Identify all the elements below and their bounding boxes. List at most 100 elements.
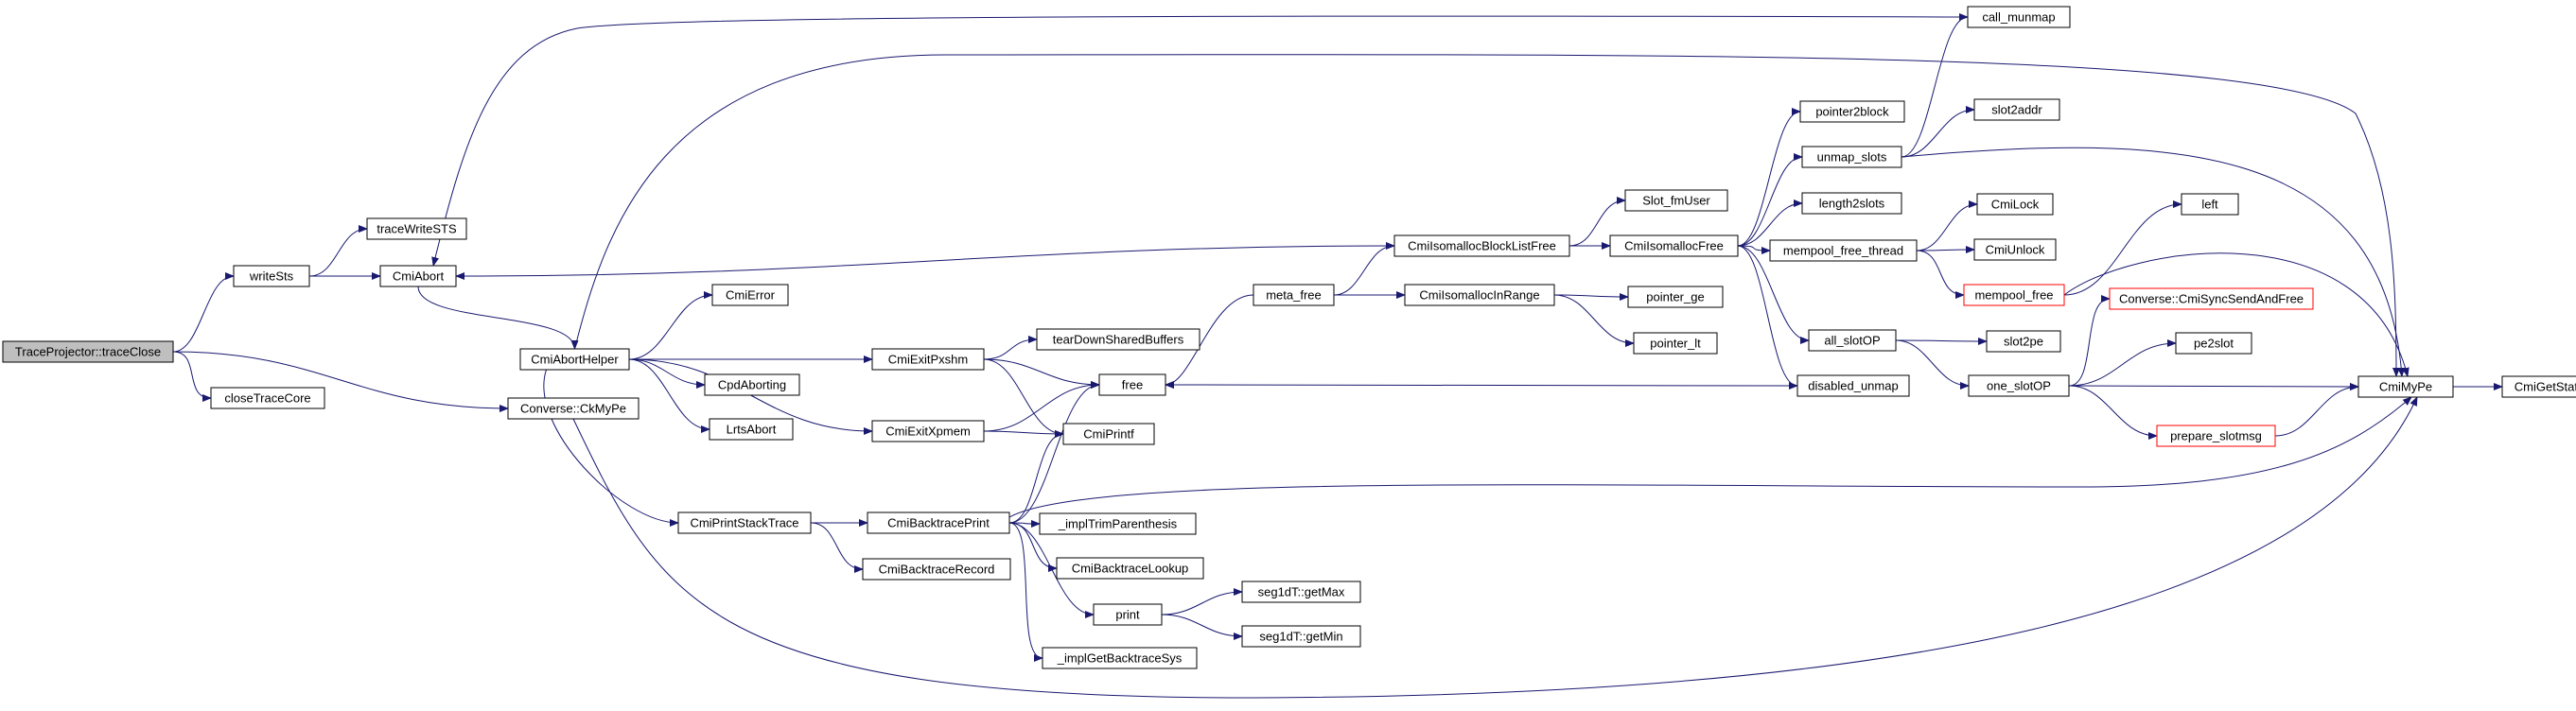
node-one-slotop[interactable]: one_slotOP [1968, 374, 2070, 397]
node-prepare-slotmsg[interactable]: prepare_slotmsg [2156, 425, 2276, 447]
edge-cmi_backtrace_print-to-cmi_printf [1008, 430, 1064, 524]
node-mempool-free-thread[interactable]: mempool_free_thread [1769, 239, 1918, 262]
node-box [2357, 375, 2454, 398]
node-pointer-ge[interactable]: pointer_ge [1627, 286, 1724, 308]
node-all-slotop[interactable]: all_slotOP [1808, 329, 1897, 352]
edge-prepare_slotmsg-to-cmi_mype [2274, 383, 2359, 437]
node-cmi-isomalloc-in-range[interactable]: CmiIsomallocInRange [1404, 284, 1555, 306]
node-cmi-printf[interactable]: CmiPrintf [1062, 423, 1155, 445]
node-left[interactable]: left [2181, 193, 2239, 216]
node-converse-cmisync-send-and-free[interactable]: Converse::CmiSyncSendAndFree [2109, 287, 2314, 310]
node-pointer2block[interactable]: pointer2block [1799, 100, 1905, 123]
node-cmi-error[interactable]: CmiError [711, 284, 789, 306]
node-meta-free[interactable]: meta_free [1253, 284, 1335, 306]
node-impl-trim-parenthesis[interactable]: _implTrimParenthesis [1039, 512, 1197, 535]
node-pe2slot[interactable]: pe2slot [2175, 332, 2252, 355]
node-cmi-backtrace-print[interactable]: CmiBacktracePrint [867, 512, 1010, 534]
edge-cmi_exit_xpmem-to-cmi_printf [983, 429, 1064, 438]
node-lrts-abort[interactable]: LrtsAbort [709, 418, 794, 441]
node-label: disabled_unmap [1808, 379, 1898, 393]
node-label: pe2slot [2194, 337, 2234, 351]
node-length2slots[interactable]: length2slots [1801, 192, 1902, 215]
node-box [709, 418, 794, 441]
edge-cmi_isomalloc_free-to-unmap_slots [1737, 153, 1803, 247]
edge-cmi_exit_pxshm-to-cmi_printf [983, 358, 1064, 438]
edge-trace_close-to-write_sts [172, 272, 235, 353]
node-cmi-get-state[interactable]: CmiGetState [2501, 375, 2576, 398]
node-close-trace-core[interactable]: closeTraceCore [210, 387, 325, 409]
edge-cmi_isomalloc_free-to-disabled_unmap [1737, 245, 1798, 390]
node-cmi-lock[interactable]: CmiLock [1976, 193, 2054, 216]
node-print[interactable]: print [1093, 603, 1163, 626]
node-box [1976, 193, 2054, 216]
node-box [871, 420, 985, 442]
node-label: CmiPrintStackTrace [690, 516, 798, 530]
node-cmi-isomalloc-free[interactable]: CmiIsomallocFree [1609, 234, 1739, 257]
node-pointer-lt[interactable]: pointer_lt [1633, 332, 1718, 355]
edge-print-to-seg1d_getmin [1161, 614, 1243, 640]
node-cmi-exit-pxshm[interactable]: CmiExitPxshm [871, 348, 985, 371]
node-label: CmiBacktracePrint [887, 516, 990, 530]
node-cmi-unlock[interactable]: CmiUnlock [1973, 238, 2057, 261]
node-cmi-print-stack-trace[interactable]: CmiPrintStackTrace [677, 512, 812, 534]
node-cmi-exit-xpmem[interactable]: CmiExitXpmem [871, 420, 985, 442]
node-label: CmiMyPe [2379, 380, 2432, 394]
node-box [2175, 332, 2252, 355]
edge-converse_ckmype-to-cmi_mype [572, 396, 2418, 699]
node-box [1042, 647, 1198, 669]
node-label: _implTrimParenthesis [1058, 517, 1178, 531]
edge-mempool_free_thread-to-cmi_lock [1916, 200, 1978, 251]
node-box [2156, 425, 2276, 447]
node-box [2501, 375, 2576, 398]
node-box [867, 512, 1010, 534]
node-trace-close[interactable]: TraceProjector::traceClose [2, 340, 174, 363]
node-box [233, 265, 310, 287]
node-label: CmiExitXpmem [885, 425, 971, 439]
node-cmi-mype[interactable]: CmiMyPe [2357, 375, 2454, 398]
node-box [2109, 287, 2314, 310]
node-label: closeTraceCore [224, 391, 310, 406]
node-impl-get-backtrace-sys[interactable]: _implGetBacktraceSys [1042, 647, 1198, 669]
node-cmi-abort-helper[interactable]: CmiAbortHelper [519, 348, 630, 371]
edge-cmi_isomalloc_in_range-to-pointer_lt [1553, 294, 1635, 347]
node-cmi-abort[interactable]: CmiAbort [379, 265, 457, 287]
node-box [1393, 234, 1570, 257]
node-box [1967, 6, 2071, 28]
edge-cmi_isomalloc_free-to-length2slots [1737, 199, 1803, 247]
node-free[interactable]: free [1098, 373, 1166, 396]
node-unmap-slots[interactable]: unmap_slots [1801, 146, 1902, 168]
node-cpd-aborting[interactable]: CpdAborting [704, 373, 800, 396]
node-disabled-unmap[interactable]: disabled_unmap [1796, 374, 1910, 397]
node-slot-fm-user[interactable]: Slot_fmUser [1624, 189, 1728, 212]
node-label: _implGetBacktraceSys [1057, 651, 1183, 666]
node-box [1968, 374, 2070, 397]
node-mempool-free[interactable]: mempool_free [1963, 284, 2065, 306]
node-box [1241, 581, 1361, 603]
node-teardown-shared-buffers[interactable]: tearDownSharedBuffers [1036, 328, 1200, 351]
node-slot2pe[interactable]: slot2pe [1986, 330, 2061, 353]
node-box [1973, 98, 2060, 121]
node-cmi-backtrace-lookup[interactable]: CmiBacktraceLookup [1056, 557, 1204, 580]
node-label: CmiBacktraceRecord [879, 563, 995, 577]
node-label: CmiAbort [393, 269, 445, 284]
node-box [507, 397, 640, 420]
node-label: seg1dT::getMax [1258, 585, 1345, 599]
node-box [1633, 332, 1718, 355]
edge-cmi_isomalloc_in_range-to-pointer_ge [1553, 292, 1629, 301]
node-label: CmiError [726, 288, 776, 303]
node-seg1d-getmax[interactable]: seg1dT::getMax [1241, 581, 1361, 603]
node-write-sts[interactable]: writeSts [233, 265, 310, 287]
node-box [677, 512, 812, 534]
node-trace-write-sts[interactable]: traceWriteSTS [366, 217, 467, 240]
edge-cmi_abort_helper-to-cmi_error [628, 291, 713, 360]
node-cmi-isomalloc-block-list-free[interactable]: CmiIsomallocBlockListFree [1393, 234, 1570, 257]
node-label: all_slotOP [1824, 334, 1880, 348]
node-call-munmap[interactable]: call_munmap [1967, 6, 2071, 28]
node-seg1d-getmin[interactable]: seg1dT::getMin [1241, 625, 1361, 648]
node-slot2addr[interactable]: slot2addr [1973, 98, 2060, 121]
node-label: CmiIsomallocInRange [1419, 288, 1539, 303]
edge-all_slotop-to-one_slotop [1895, 339, 1970, 390]
node-converse-ckmype[interactable]: Converse::CkMyPe [507, 397, 640, 420]
node-box [1093, 603, 1163, 626]
node-cmi-backtrace-record[interactable]: CmiBacktraceRecord [862, 558, 1011, 581]
